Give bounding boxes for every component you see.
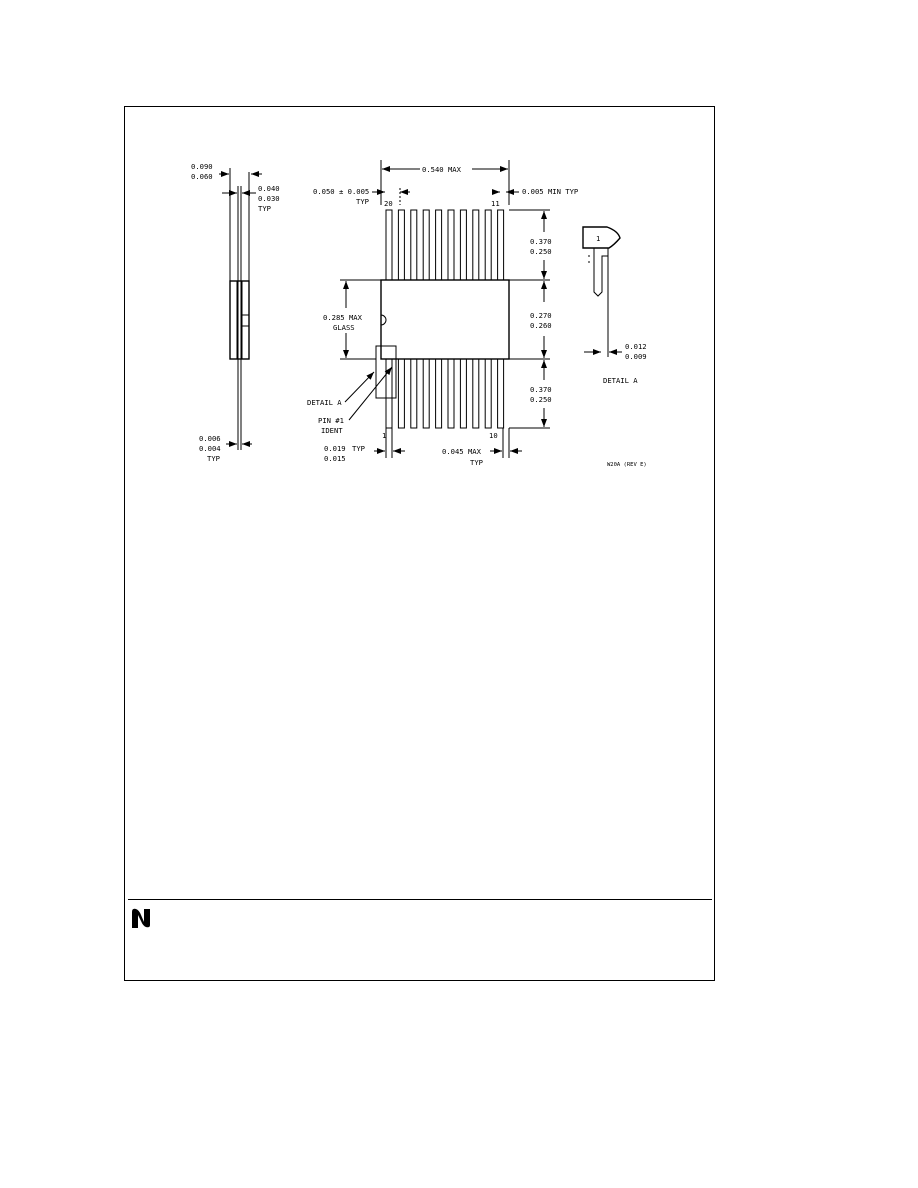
detail-a-title: DETAIL A: [603, 376, 638, 385]
lead-width-dim-2: 0.015: [324, 454, 346, 463]
glass-dim-2: GLASS: [333, 323, 355, 332]
side-view: 0.090 0.060 0.040 0.030 TYP 0.006 0.004 …: [191, 162, 280, 463]
detail-thick-1: 0.012: [625, 342, 647, 351]
lead-bottom: [459, 358, 467, 429]
glass-dim-1: 0.285 MAX: [323, 313, 363, 322]
national-semiconductor-logo-icon: [132, 908, 150, 928]
drawing-ref-code: W20A (REV E): [607, 462, 647, 468]
lower-lead-dim-1: 0.370: [530, 385, 552, 394]
overall-width-dim: 0.540 MAX: [422, 165, 462, 174]
lead-top: [484, 209, 492, 281]
upper-lead-dim-2: 0.250: [530, 247, 552, 256]
detail-a-callout: DETAIL A: [307, 398, 342, 407]
lead-width-dim-1: 0.019: [324, 444, 346, 453]
end-space-dim-2: TYP: [470, 458, 483, 467]
upper-lead-dim-1: 0.370: [530, 237, 552, 246]
lead-top: [447, 209, 455, 281]
body-height-dim-2: 0.260: [530, 321, 552, 330]
lead-bottom: [397, 358, 405, 429]
lead-bottom: [385, 358, 393, 429]
detail-pin-label: 1: [596, 234, 600, 243]
lead-top: [497, 209, 505, 281]
drawing-frame: [124, 106, 715, 981]
lead-width-dim-3: TYP: [352, 444, 365, 453]
bottom-leads: [385, 358, 505, 429]
side-dim-lead-3: TYP: [258, 204, 271, 213]
lead-spacing-dim: 0.005 MIN TYP: [522, 187, 578, 196]
pitch-dim-2: TYP: [356, 197, 369, 206]
lead-top: [472, 209, 480, 281]
lead-top: [459, 209, 467, 281]
package-outline-drawing: 0.090 0.060 0.040 0.030 TYP 0.006 0.004 …: [191, 160, 647, 468]
pin-20-label: 20: [384, 199, 393, 208]
lead-bottom: [435, 358, 443, 429]
lead-bottom: [410, 358, 418, 429]
pin1-ident-2: IDENT: [321, 426, 343, 435]
lower-lead-dim-2: 0.250: [530, 395, 552, 404]
end-space-dim-1: 0.045 MAX: [442, 447, 482, 456]
pin-11-label: 11: [491, 199, 500, 208]
side-dim-bottom-1: 0.006: [199, 434, 221, 443]
side-dim-top-2: 0.060: [191, 172, 213, 181]
lead-bottom: [422, 358, 430, 429]
detail-a-view: 1 0.012 0.009 DETAIL A W20A (REV E): [582, 226, 647, 468]
body-height-dim-1: 0.270: [530, 311, 552, 320]
pin-1-label: 1: [382, 431, 386, 440]
pitch-dim-1: 0.050 ± 0.005: [313, 187, 369, 196]
lead-top: [397, 209, 405, 281]
top-leads: [385, 209, 505, 281]
lead-bottom: [472, 358, 480, 429]
lead-bottom: [497, 358, 505, 429]
lead-top: [385, 209, 393, 281]
side-dim-bottom-3: TYP: [207, 454, 220, 463]
side-dim-lead-1: 0.040: [258, 184, 280, 193]
footer-divider: [128, 899, 712, 900]
lead-top: [422, 209, 430, 281]
side-dim-lead-2: 0.030: [258, 194, 280, 203]
lead-bottom: [484, 358, 492, 429]
lead-top: [435, 209, 443, 281]
side-dim-bottom-2: 0.004: [199, 444, 221, 453]
side-dim-top-1: 0.090: [191, 162, 213, 171]
pin1-ident-1: PIN #1: [318, 416, 344, 425]
top-view: 0.540 MAX 0.050 ± 0.005 TYP 20 11 0.005 …: [307, 160, 578, 467]
lead-top: [410, 209, 418, 281]
pin-10-label: 10: [489, 431, 498, 440]
detail-thick-2: 0.009: [625, 352, 647, 361]
lead-bottom: [447, 358, 455, 429]
